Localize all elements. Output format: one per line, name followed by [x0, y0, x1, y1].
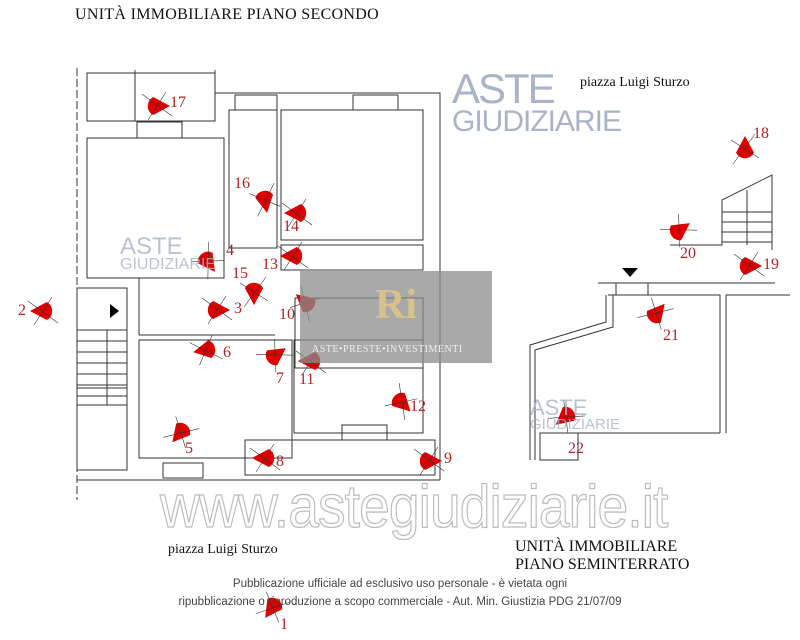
aste-watermark-top: ASTE: [120, 233, 183, 260]
camera-marker-icon: [255, 591, 292, 623]
photo-markers: [27, 91, 765, 623]
aste-watermark-bottom: GIUDIZIARIE: [452, 104, 622, 138]
camera-marker-label: 3: [234, 300, 242, 317]
camera-marker-label: 12: [410, 398, 426, 415]
disclaimer-line2: ripubblicazione o riproduzione a scopo c…: [178, 596, 622, 608]
camera-marker-icon: [277, 241, 309, 271]
camera-marker-icon: [27, 296, 59, 326]
camera-marker-label: 15: [232, 265, 248, 282]
camera-marker-label: 8: [276, 453, 284, 470]
camera-marker-label: 17: [170, 94, 186, 111]
camera-marker-icon: [256, 338, 294, 373]
camera-marker-icon: [189, 334, 223, 366]
camera-marker-icon: [141, 91, 173, 121]
camera-marker-label: 7: [276, 370, 284, 387]
camera-marker-icon: [190, 242, 225, 280]
walls-second-floor: [76, 68, 441, 500]
basement-unit-title: UNITÀ IMMOBILIARE PIANO SEMINTERRATO: [515, 538, 689, 574]
aste-watermark-logo: ASTE GIUDIZIARIE: [452, 65, 622, 138]
camera-marker-icon: [547, 399, 585, 433]
ri-tagline: ASTE•PRESTE•INVESTIMENTI: [312, 344, 463, 355]
camera-marker-label: 16: [234, 175, 250, 192]
camera-marker-label: 22: [568, 440, 584, 457]
basement-title-line1: UNITÀ IMMOBILIARE: [515, 538, 678, 555]
basement-title-line2: PIANO SEMINTERRATO: [515, 556, 690, 573]
aste-watermark-logo: ASTE GIUDIZIARIE: [120, 233, 217, 273]
aste-watermark-bottom: GIUDIZIARIE: [120, 255, 217, 273]
street-label-bottom: piazza Luigi Sturzo: [168, 542, 278, 557]
camera-marker-label: 14: [283, 218, 299, 235]
camera-marker-label: 1: [280, 616, 288, 633]
camera-marker-icon: [733, 251, 765, 281]
ri-logo: Ri: [375, 282, 417, 328]
camera-marker-label: 4: [226, 242, 234, 259]
camera-marker-icon: [163, 416, 200, 449]
camera-marker-icon: [281, 198, 313, 228]
camera-marker-icon: [249, 183, 281, 217]
camera-marker-label: 21: [663, 327, 679, 344]
camera-marker-label: 10: [279, 306, 295, 323]
camera-marker-label: 18: [753, 125, 769, 142]
disclaimer-line1: Pubblicazione ufficiale ad esclusivo uso…: [232, 578, 568, 590]
camera-marker-label: 2: [18, 302, 26, 319]
entrance-arrow-icon: [110, 304, 119, 318]
camera-marker-label: 6: [223, 344, 231, 361]
camera-marker-label: 11: [299, 371, 315, 388]
camera-marker-label: 9: [444, 450, 452, 467]
aste-watermark-top: ASTE: [452, 65, 556, 112]
camera-marker-label: 5: [185, 440, 193, 457]
camera-marker-label: 19: [763, 256, 779, 273]
aste-watermark-top: ASTE: [530, 395, 588, 420]
camera-marker-label: 13: [262, 256, 278, 273]
camera-marker-label: 20: [680, 245, 696, 262]
camera-marker-icon: [730, 133, 760, 165]
site-watermark: www.astegiudiziarie.it: [159, 473, 669, 540]
staircase: [76, 329, 128, 406]
camera-marker-icon: [384, 383, 418, 421]
camera-marker-icon: [249, 443, 281, 473]
street-label-top: piazza Luigi Sturzo: [580, 75, 690, 90]
aste-watermark-logo: ASTE GIUDIZIARIE: [530, 395, 621, 433]
entrance-arrow-icon: [622, 268, 638, 277]
aste-watermark-bottom: GIUDIZIARIE: [530, 415, 621, 433]
camera-marker-icon: [239, 276, 269, 308]
walls-basement: [529, 174, 790, 461]
ri-watermark-box: Ri ASTE•PRESTE•INVESTIMENTI: [300, 271, 492, 363]
page-title: UNITÀ IMMOBILIARE PIANO SECONDO: [75, 6, 379, 23]
camera-marker-icon: [660, 213, 698, 248]
camera-marker-icon: [201, 295, 233, 325]
camera-marker-icon: [637, 297, 674, 330]
camera-marker-icon: [413, 446, 445, 476]
